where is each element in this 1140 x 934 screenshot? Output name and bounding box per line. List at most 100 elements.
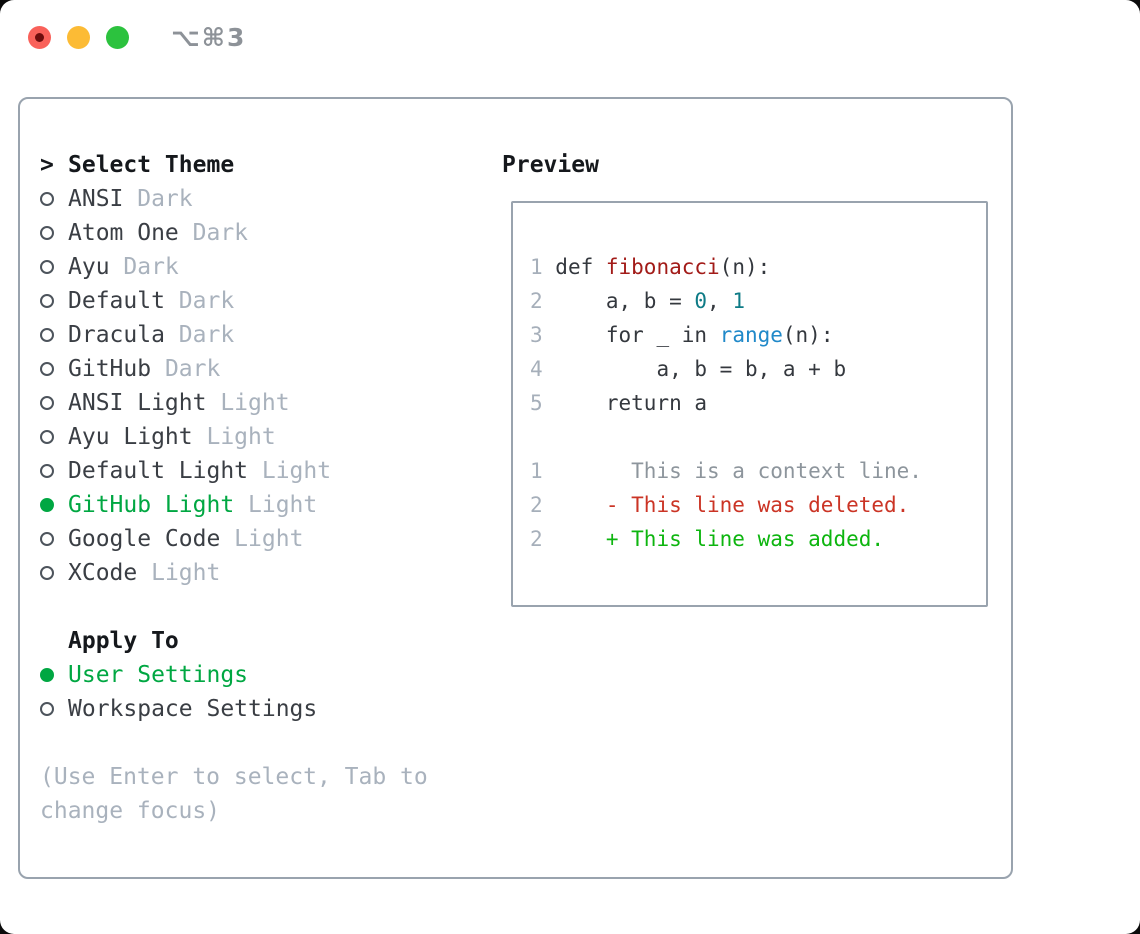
theme-name: Default Light (68, 458, 249, 484)
radio-icon (40, 226, 54, 240)
code-line: 2 a, b = 0, 1 (530, 284, 986, 318)
code-segment-code: (n): (719, 255, 771, 279)
preview-column: Preview 1 def fibonacci(n):2 a, b = 0, 1… (502, 148, 991, 828)
code-segment-ln: 5 (530, 391, 543, 415)
apply-option-label: Workspace Settings (68, 696, 318, 722)
theme-name: Default (68, 288, 165, 314)
theme-name: Ayu (68, 254, 110, 280)
code-segment-add: + This line was added. (542, 527, 885, 551)
code-line: 3 for _ in range(n): (530, 318, 986, 352)
code-segment-code: for _ in (542, 323, 720, 347)
theme-name: XCode (68, 560, 138, 586)
code-segment-code: , (707, 289, 733, 313)
theme-name: Dracula (68, 322, 165, 348)
theme-name: ANSI Light (68, 390, 207, 416)
theme-option-ansi[interactable]: ANSI Dark (40, 182, 502, 216)
theme-option-dracula[interactable]: Dracula Dark (40, 318, 502, 352)
radio-icon (40, 294, 54, 308)
code-line: 2 + This line was added. (530, 522, 986, 556)
code-segment-builtin: range (719, 323, 783, 347)
code-line: 5 return a (530, 386, 986, 420)
theme-option-ayu[interactable]: Ayu Dark (40, 250, 502, 284)
code-segment-ln: 2 (530, 493, 543, 517)
theme-option-ansi-light[interactable]: ANSI Light Light (40, 386, 502, 420)
spacer (40, 590, 502, 624)
code-line: 1 def fibonacci(n): (530, 250, 986, 284)
code-line: 4 a, b = b, a + b (530, 352, 986, 386)
theme-name: ANSI (68, 186, 124, 212)
select-theme-header: > Select Theme (40, 148, 502, 182)
apply-option-label: User Settings (68, 662, 249, 688)
theme-option-ayu-light[interactable]: Ayu Light Light (40, 420, 502, 454)
apply-to-title: Apply To (68, 628, 179, 654)
radio-icon (40, 566, 54, 580)
code-segment-code: def (542, 255, 606, 279)
code-segment-ln: 2 (530, 527, 543, 551)
theme-variant-label: Dark (164, 288, 235, 314)
apply-to-header: Apply To (40, 624, 502, 658)
code-line (530, 420, 986, 454)
code-segment-code: a, b = (542, 289, 695, 313)
radio-icon (40, 396, 54, 410)
code-segment-del: - This line was deleted. (542, 493, 910, 517)
theme-option-xcode[interactable]: XCode Light (40, 556, 502, 590)
theme-option-google-code[interactable]: Google Code Light (40, 522, 502, 556)
radio-selected-icon (40, 498, 54, 512)
zoom-button[interactable] (106, 25, 129, 49)
theme-option-github[interactable]: GitHub Dark (40, 352, 502, 386)
theme-variant-label: Light (137, 560, 221, 586)
apply-option-user-settings[interactable]: User Settings (40, 658, 502, 692)
code-segment-num: 1 (732, 289, 745, 313)
theme-variant-label: Dark (164, 322, 235, 348)
theme-variant-label: Dark (178, 220, 249, 246)
minimize-button[interactable] (67, 25, 90, 49)
theme-name: GitHub Light (68, 492, 235, 518)
code-segment-code: return a (542, 391, 708, 415)
theme-variant-label: Dark (123, 186, 193, 212)
theme-variant-label: Light (220, 526, 304, 552)
theme-name: Ayu Light (68, 424, 193, 450)
theme-option-default-light[interactable]: Default Light Light (40, 454, 502, 488)
radio-icon (40, 328, 54, 342)
theme-variant-label: Light (192, 424, 276, 450)
code-segment-ln: 1 (530, 255, 543, 279)
titlebar: ⌥⌘3 (0, 0, 1140, 74)
code-line: 1 This is a context line. (530, 454, 986, 488)
theme-option-atom-one[interactable]: Atom One Dark (40, 216, 502, 250)
window-title: ⌥⌘3 (171, 22, 247, 52)
code-segment-ln: 2 (530, 289, 543, 313)
radio-icon (40, 430, 54, 444)
radio-icon (40, 702, 54, 716)
close-button[interactable] (28, 25, 51, 49)
theme-option-github-light[interactable]: GitHub Light Light (40, 488, 502, 522)
theme-name: Google Code (68, 526, 221, 552)
radio-icon (40, 192, 54, 206)
theme-variant-label: Light (248, 458, 332, 484)
radio-icon (40, 532, 54, 546)
code-segment-ln: 3 (530, 323, 543, 347)
theme-name: GitHub (68, 356, 152, 382)
theme-option-default[interactable]: Default Dark (40, 284, 502, 318)
code-segment-num: 0 (694, 289, 708, 313)
code-segment-code: (n): (782, 323, 834, 347)
theme-variant-label: Light (234, 492, 318, 518)
code-segment-ln: 1 (530, 459, 543, 483)
apply-option-workspace-settings[interactable]: Workspace Settings (40, 692, 502, 726)
radio-icon (40, 464, 54, 478)
select-theme-title: Select Theme (68, 152, 235, 178)
radio-selected-icon (40, 668, 54, 682)
theme-name: Atom One (68, 220, 179, 246)
code-segment-ln: 4 (530, 357, 543, 381)
prompt-cursor-icon: > (40, 152, 54, 178)
theme-variant-label: Dark (109, 254, 179, 280)
preview-title: Preview (502, 152, 599, 178)
radio-icon (40, 260, 54, 274)
keyboard-hint: (Use Enter to select, Tab to change focu… (40, 764, 428, 824)
code-segment-fn: fibonacci (605, 255, 720, 279)
